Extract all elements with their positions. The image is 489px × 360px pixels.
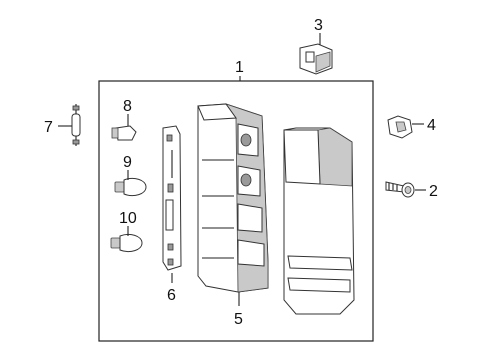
callout-5: 5 <box>234 311 243 328</box>
part-9-bulb <box>114 177 147 197</box>
callout-2: 2 <box>429 183 438 200</box>
callout-10: 10 <box>119 210 137 227</box>
part-2-screw <box>385 181 415 198</box>
callout-6: 6 <box>167 287 176 304</box>
callout-7: 7 <box>44 119 53 136</box>
callout-1: 1 <box>235 59 244 76</box>
part-4-push-nut <box>387 115 413 139</box>
part-6-socket-plate <box>162 125 182 271</box>
lamp-lens <box>283 127 355 315</box>
callout-3: 3 <box>314 17 323 34</box>
part-10-bulb <box>110 233 143 253</box>
part-7-festoon-bulb <box>71 104 81 146</box>
assembly-frame <box>98 80 374 342</box>
part-3-retainer <box>299 43 333 75</box>
part-5-lamp-housing <box>197 103 269 293</box>
callout-8: 8 <box>123 98 132 115</box>
callout-9: 9 <box>123 154 132 171</box>
part-8-wedge-bulb <box>111 125 137 141</box>
callout-4: 4 <box>427 117 436 134</box>
